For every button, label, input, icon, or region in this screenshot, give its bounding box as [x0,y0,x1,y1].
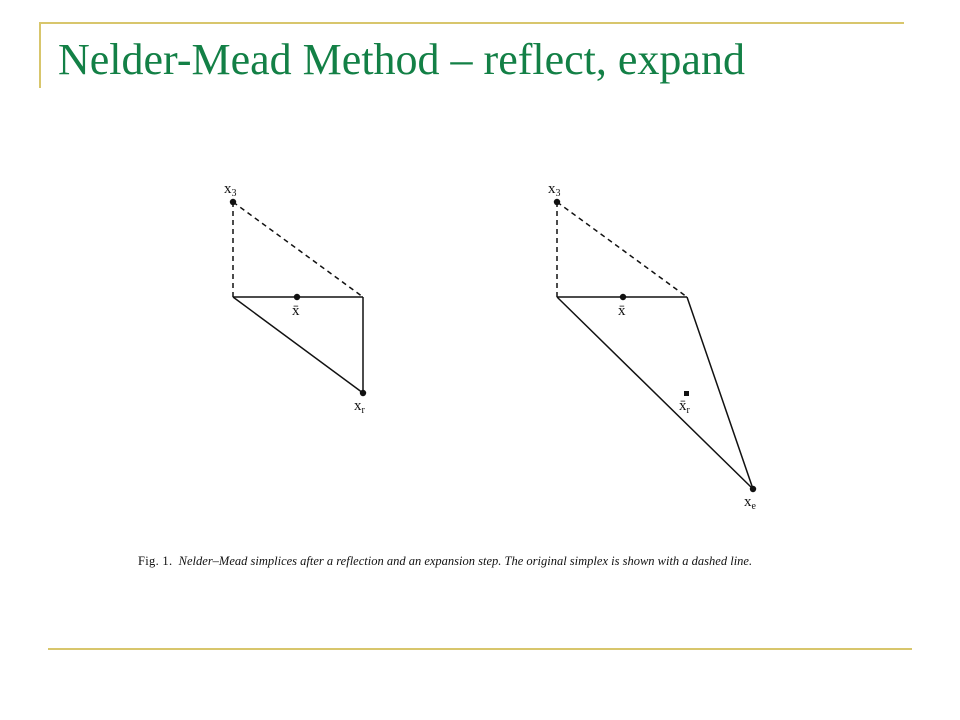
vertex-x3 [229,198,237,206]
label-xbar: x̄ [618,303,626,319]
original-simplex-edge-x3-x2 [232,201,364,298]
expanded-edge-x2-xe [686,296,754,490]
reflected-edge-x1-xr [232,296,364,394]
original-simplex-edge-x3-x2 [556,201,688,298]
vertex-xr [359,389,367,397]
label-xr: xr [354,398,366,416]
top-rule [40,22,904,24]
caption-text: Nelder–Mead simplices after a reflection… [178,554,753,568]
point-xr [684,391,689,396]
slide-title: Nelder-Mead Method – reflect, expand [58,35,745,84]
expansion-panel: x3 x̄ x̄r xe [548,181,757,512]
label-xbar: x̄ [292,303,300,319]
label-x3: x3 [548,181,561,199]
figure-caption: Fig. 1. Nelder–Mead simplices after a re… [138,553,858,570]
bottom-rule [48,648,912,650]
expanded-edge-x1-xe [556,296,754,490]
left-rule [39,22,41,88]
label-x3: x3 [224,181,237,199]
reflection-panel: x3 x̄ xr [224,181,367,416]
centroid-xbar [619,293,627,301]
vertex-x3 [553,198,561,206]
label-xr: x̄r [679,398,691,416]
vertex-xe [749,485,757,493]
caption-label: Fig. 1. [138,554,173,568]
label-xe: xe [744,494,757,512]
centroid-xbar [293,293,301,301]
